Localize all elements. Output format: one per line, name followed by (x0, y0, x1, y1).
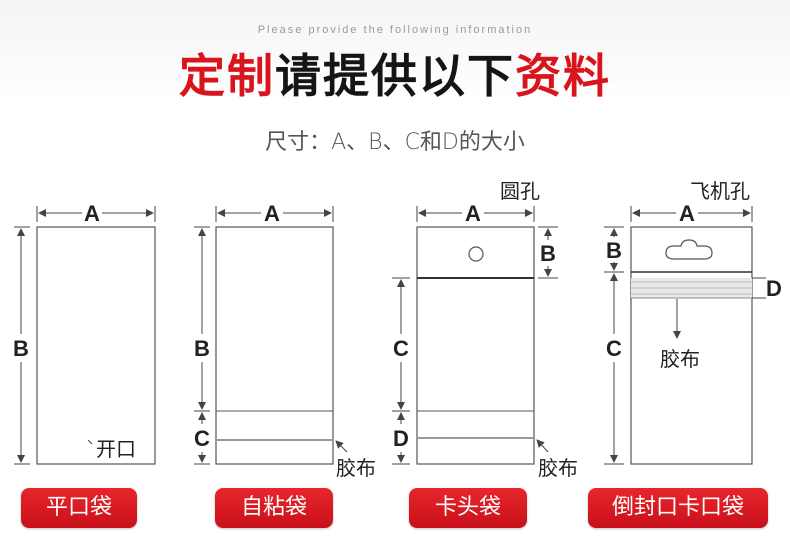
bag-header-card-label-c: C (393, 336, 409, 361)
bag-header-card-label-b: B (540, 241, 556, 266)
bag-header-card-label-d: D (393, 426, 409, 451)
bag-self-seal-body (215, 226, 334, 465)
bag-type-flat: 平口袋 (21, 488, 137, 528)
airplane-hole-shape (665, 239, 713, 260)
title-red-part-1: 定制 (179, 49, 275, 103)
bag-type-inverted-seal: 倒封口卡口袋 (588, 488, 768, 528)
bag-self-seal-label-c: C (194, 426, 210, 451)
bag-header-card-body (416, 226, 535, 465)
bag-inverted-seal-body (630, 226, 753, 465)
bag-inverted-seal-adhesive-label: 胶布 (660, 347, 700, 371)
bag-inverted-seal-diagram: 飞机孔 A B C D 胶布 (604, 179, 782, 465)
bag-self-seal-diagram: A B C 胶布 (194, 201, 376, 480)
bag-flat-body (36, 226, 156, 465)
title-dark-part: 请提供以下 (275, 49, 515, 103)
bag-flat-opening-label: 开口 (96, 437, 136, 461)
bag-self-seal-label-b: B (194, 336, 210, 361)
subtitle-english: Please provide the following information (257, 24, 533, 36)
title-red-part-2: 资料 (515, 49, 611, 103)
bag-header-card-adhesive-label: 胶布 (538, 456, 578, 480)
bag-flat-label-b: B (13, 336, 29, 361)
bag-inverted-seal-label-b: B (606, 238, 622, 263)
bag-type-header-card: 卡头袋 (409, 488, 527, 528)
airplane-hole-label: 飞机孔 (690, 179, 750, 203)
bag-header-card-diagram: 圆孔 A B C D 胶布 (392, 179, 578, 480)
bag-inverted-seal-label-a: A (679, 201, 695, 226)
round-hole-label: 圆孔 (500, 179, 540, 203)
bag-flat-label-a: A (84, 201, 100, 226)
bag-inverted-seal-label-d: D (766, 276, 782, 301)
bag-self-seal-label-a: A (264, 201, 280, 226)
bag-flat-diagram: A B 开口 (13, 201, 156, 465)
size-note: 尺寸：A、B、C和D的大小 (265, 130, 525, 155)
bag-header-card-label-a: A (465, 201, 481, 226)
page-title: 定制请提供以下资料 (0, 46, 790, 106)
bag-self-seal-adhesive-label: 胶布 (336, 456, 376, 480)
bag-type-self-seal: 自粘袋 (215, 488, 333, 528)
round-hole-shape (468, 246, 484, 262)
bag-inverted-seal-label-c: C (606, 336, 622, 361)
